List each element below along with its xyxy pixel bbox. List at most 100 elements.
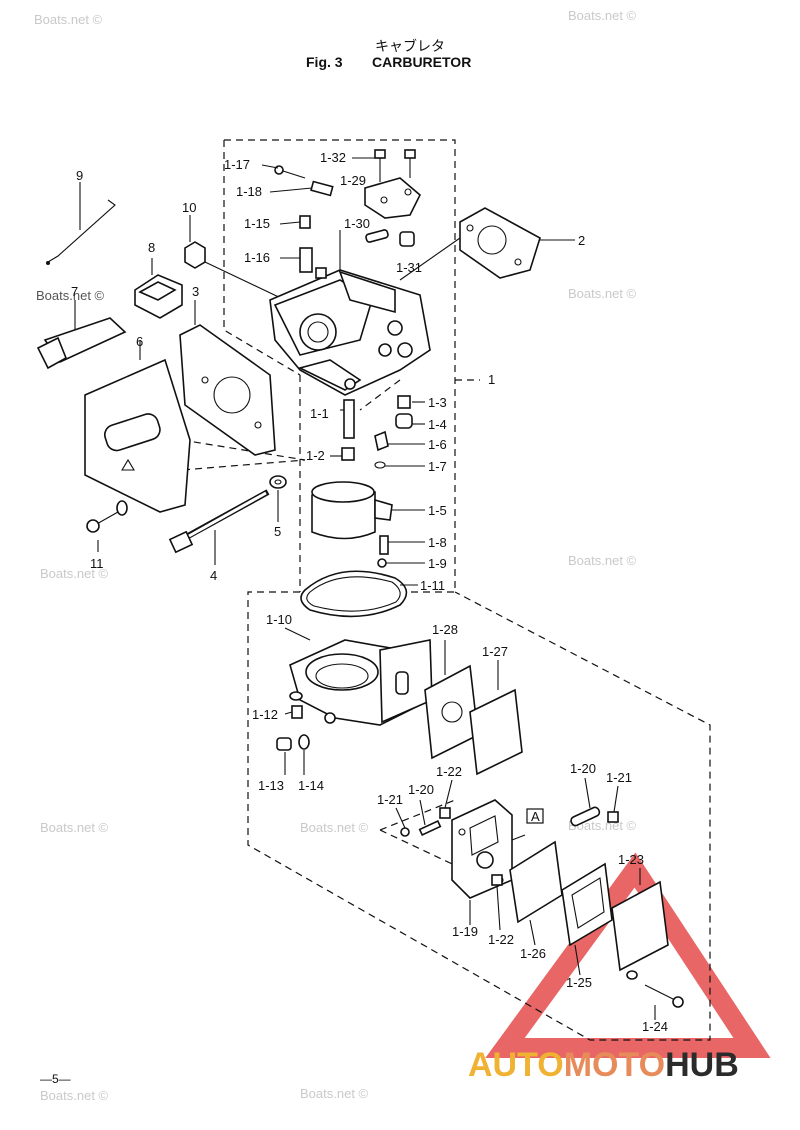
label-1-21-left: 1-21 [377,792,403,807]
watermark-text: Boats.net © [34,12,103,27]
label-1-26: 1-26 [520,946,546,961]
part-1-19-pump-body [451,799,526,899]
dash-guide-pump2 [379,829,466,871]
part-1-23-cover [611,868,669,972]
part-1-31-plug [399,231,415,247]
part-1-32-screws [352,149,416,182]
part-1-15-screw [299,215,311,229]
automotohub-logo: AUTOMOTOHUB [468,1046,739,1085]
label-1-23: 1-23 [618,852,644,867]
logo-text-hub: HUB [665,1046,739,1084]
label-1-20-left: 1-20 [408,782,434,797]
part-labels: 1-17 1-32 1-29 1-18 1-15 1-30 1-16 1-31 … [71,150,668,1034]
part-1-22-plug-top [439,807,451,819]
page-number: —5— [40,1072,71,1086]
part-11-screw [86,500,128,552]
label-10: 10 [182,200,196,215]
logo-text-moto: MOTO [563,1046,666,1084]
part-1-26-gasket [509,840,563,924]
part-1-25-gasket [561,862,613,947]
part-1-14-washer [298,734,310,750]
part-1-20-pin-left [418,819,442,837]
leader-lines [261,164,656,1020]
label-1-22-bottom: 1-22 [488,932,514,947]
label-1-7: 1-7 [428,459,447,474]
part-1-11-gasket [300,570,408,618]
watermarks: Boats.net © Boats.net © Boats.net © Boat… [34,8,637,1103]
label-1-14: 1-14 [298,778,324,793]
watermark-text: Boats.net © [300,820,369,835]
label-1-1: 1-1 [310,406,329,421]
part-1-10-float-chamber [284,627,433,726]
part-10-nut [184,215,286,301]
label-1-13: 1-13 [258,778,284,793]
part-1-21-screw-right [607,811,619,823]
watermark-text: Boats.net © [40,820,109,835]
dash-guide-body [359,379,401,411]
label-1-24: 1-24 [642,1019,668,1034]
part-1-5-float [311,481,393,540]
part-1-24-bolt [626,970,684,1008]
part-6-silencer-cover [84,340,191,513]
label-11: 11 [90,556,104,571]
part-1-8-pin [379,535,389,555]
watermark-text: Boats.net © [568,553,637,568]
assembly-outline-lower [247,591,711,1041]
part-1-4-plug [395,413,413,429]
label-1-15: 1-15 [244,216,270,231]
label-1: 1 [488,372,495,387]
logo-text-auto: AUTO [468,1046,564,1084]
label-1-20-right: 1-20 [570,761,596,776]
label-1-31: 1-31 [396,260,422,275]
part-1-20-pin-right [570,806,601,827]
figure-title-japanese: キャブレタ [375,39,445,55]
part-1-9-screw [377,558,387,568]
label-1-21-right: 1-21 [606,770,632,785]
part-1-3-screw [397,395,411,409]
label-3: 3 [192,284,199,299]
part-1-2-jet [341,447,355,461]
label-4: 4 [210,568,217,583]
watermark-text-dark: Boats.net © [36,288,105,303]
label-1-11: 1-11 [420,578,445,593]
part-1-29-cover [364,177,421,219]
part-1-22-plug-bottom [491,874,503,886]
part-1-13-plug [276,737,292,751]
label-1-29: 1-29 [340,173,366,188]
label-6: 6 [136,334,143,349]
svg-text:A: A [531,809,540,824]
assembly-outline-left [223,140,301,376]
label-1-28: 1-28 [432,622,458,637]
figure-name: CARBURETOR [372,54,472,70]
part-1-12-screw [289,691,303,719]
label-1-2: 1-2 [306,448,325,463]
label-1-4: 1-4 [428,417,447,432]
label-1-19: 1-19 [452,924,478,939]
part-1-16-spring [299,247,327,279]
part-1-17-screw [274,165,306,179]
part-9-choke-rod [46,199,116,265]
dash-guide-plate [181,439,306,471]
label-9: 9 [76,168,83,183]
part-2-gasket [399,207,575,281]
part-5-washer [269,475,287,522]
label-1-12: 1-12 [252,707,278,722]
label-1-6: 1-6 [428,437,447,452]
label-1-3: 1-3 [428,395,447,410]
part-4-bolt [168,489,270,565]
part-1-28-gasket [424,640,479,760]
label-8: 8 [148,240,155,255]
reference-marker-a: A [526,808,544,824]
watermark-text: Boats.net © [300,1086,369,1101]
label-1-16: 1-16 [244,250,270,265]
label-7: 7 [71,284,78,299]
watermark-text: Boats.net © [40,566,109,581]
part-1-27-diaphragm [469,660,523,776]
carburetor-body [269,230,431,396]
part-7-choke-knob [36,300,127,370]
label-2: 2 [578,233,585,248]
label-1-8: 1-8 [428,535,447,550]
part-1-18-spring [310,180,334,197]
part-8-cap [134,274,183,319]
label-1-27: 1-27 [482,644,508,659]
